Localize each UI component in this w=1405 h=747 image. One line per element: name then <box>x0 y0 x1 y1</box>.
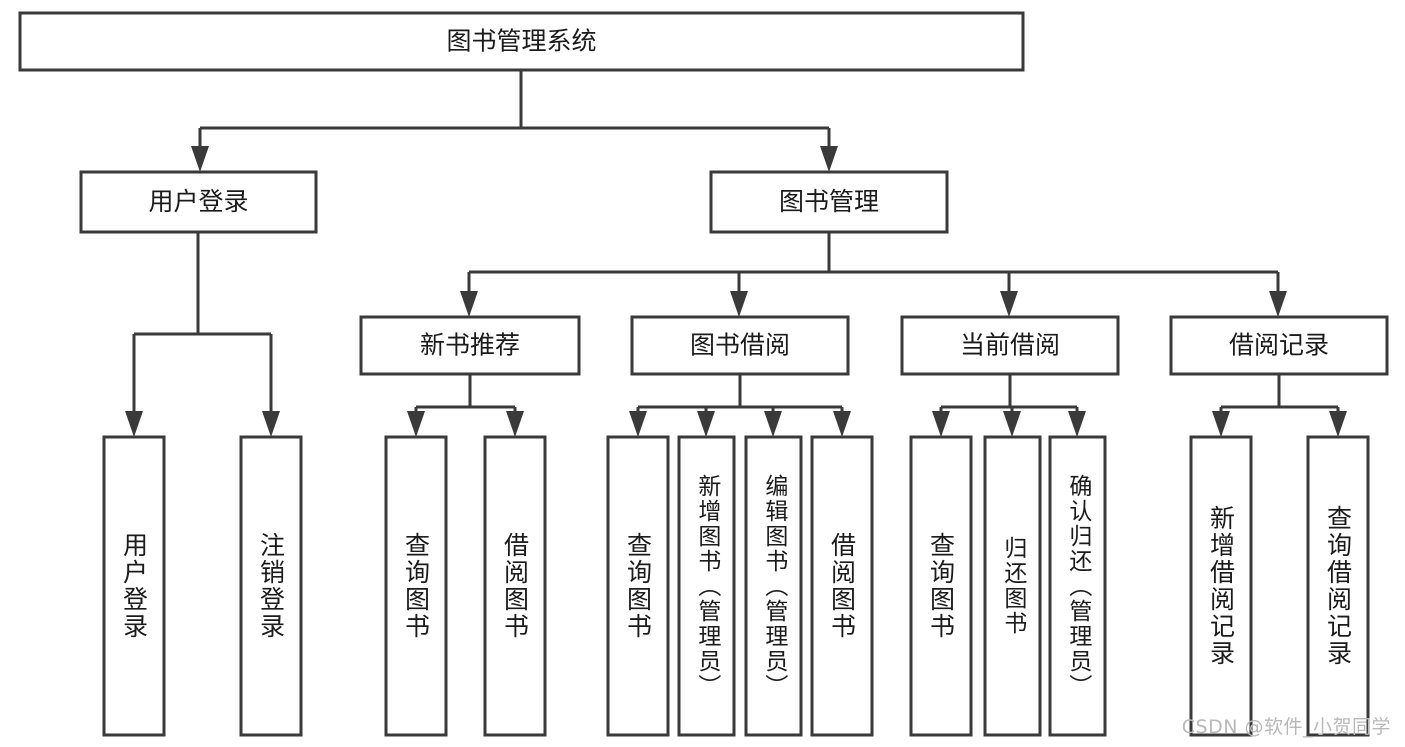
node-label-current-borrow: 当前借阅 <box>960 331 1060 360</box>
node-user-login[interactable] <box>79 170 318 234</box>
arrow-down-icon-sub-1-2 <box>764 411 782 437</box>
arrow-down-icon-manage-2 <box>1000 291 1018 317</box>
node-label-book-borrow: 图书借阅 <box>690 331 790 360</box>
node-leaf-borrow-book-1[interactable] <box>483 435 547 737</box>
arrow-down-icon-login-0 <box>125 411 143 437</box>
node-label-leaf-confirm-return: 确认归还（管理员） <box>1064 473 1091 699</box>
node-leaf-borrow-book-2[interactable] <box>810 435 874 737</box>
arrow-down-icon-sub-1-3 <box>833 411 851 437</box>
arrow-down-icon-root-0 <box>191 146 209 172</box>
node-label-borrow-record: 借阅记录 <box>1229 331 1329 360</box>
connector-layer <box>125 70 1347 437</box>
node-label-book-manage: 图书管理 <box>779 187 879 216</box>
node-root-label: 图书管理系统 <box>446 27 596 56</box>
node-leaf-edit-book[interactable] <box>744 435 803 737</box>
arrow-down-icon-sub-0-0 <box>407 411 425 437</box>
arrow-down-icon-sub-3-0 <box>1212 411 1230 437</box>
node-label-leaf-user-login: 用户登录 <box>119 532 149 640</box>
node-label-leaf-query-book-3: 查询图书 <box>926 532 956 640</box>
node-leaf-query-book-3[interactable] <box>909 435 973 737</box>
node-label-leaf-borrow-book-2: 借阅图书 <box>827 532 857 640</box>
arrow-down-icon-manage-3 <box>1269 291 1287 317</box>
node-label-leaf-query-book-2: 查询图书 <box>623 532 653 640</box>
arrow-down-icon-sub-1-0 <box>629 411 647 437</box>
node-label-leaf-add-book: 新增图书（管理员） <box>693 473 720 699</box>
node-borrow-record[interactable] <box>1169 315 1389 376</box>
arrow-down-icon-sub-2-2 <box>1068 411 1086 437</box>
node-leaf-return-book[interactable] <box>983 435 1042 737</box>
arrow-down-icon-sub-2-1 <box>1003 411 1021 437</box>
arrow-down-icon-sub-0-1 <box>506 411 524 437</box>
node-leaf-confirm-return[interactable] <box>1048 435 1107 737</box>
node-label-new-book-recommend: 新书推荐 <box>420 331 520 360</box>
arrow-down-icon-login-1 <box>262 411 280 437</box>
arrow-down-icon-sub-1-1 <box>697 411 715 437</box>
arrow-down-icon-manage-1 <box>730 291 748 317</box>
node-label-leaf-borrow-book-1: 借阅图书 <box>500 532 530 640</box>
node-leaf-add-borrow-record[interactable] <box>1189 435 1253 737</box>
node-book-borrow[interactable] <box>630 315 850 376</box>
node-label-user-login: 用户登录 <box>148 187 248 216</box>
node-box-layer <box>18 11 1389 737</box>
node-label-leaf-edit-book: 编辑图书（管理员） <box>760 473 787 699</box>
node-label-leaf-return-book: 归还图书 <box>999 536 1026 636</box>
node-leaf-query-borrow-record[interactable] <box>1306 435 1370 737</box>
node-label-leaf-query-borrow-record: 查询借阅记录 <box>1323 505 1353 667</box>
node-leaf-logout-login[interactable] <box>239 435 303 737</box>
arrow-down-icon-root-1 <box>820 146 838 172</box>
node-label-leaf-add-borrow-record: 新增借阅记录 <box>1206 505 1236 667</box>
node-leaf-query-book-1[interactable] <box>384 435 448 737</box>
node-current-borrow[interactable] <box>900 315 1120 376</box>
node-leaf-user-login[interactable] <box>102 435 166 737</box>
node-book-manage[interactable] <box>709 170 949 234</box>
arrow-down-icon-manage-0 <box>460 291 478 317</box>
node-label-leaf-query-book-1: 查询图书 <box>401 532 431 640</box>
node-new-book-recommend[interactable] <box>359 315 581 376</box>
arrow-down-icon-sub-2-0 <box>932 411 950 437</box>
node-label-leaf-logout-login: 注销登录 <box>256 532 286 640</box>
arrow-down-icon-sub-3-1 <box>1329 411 1347 437</box>
node-leaf-add-book[interactable] <box>677 435 736 737</box>
node-leaf-query-book-2[interactable] <box>606 435 670 737</box>
node-root-book-management-system[interactable] <box>18 11 1025 72</box>
